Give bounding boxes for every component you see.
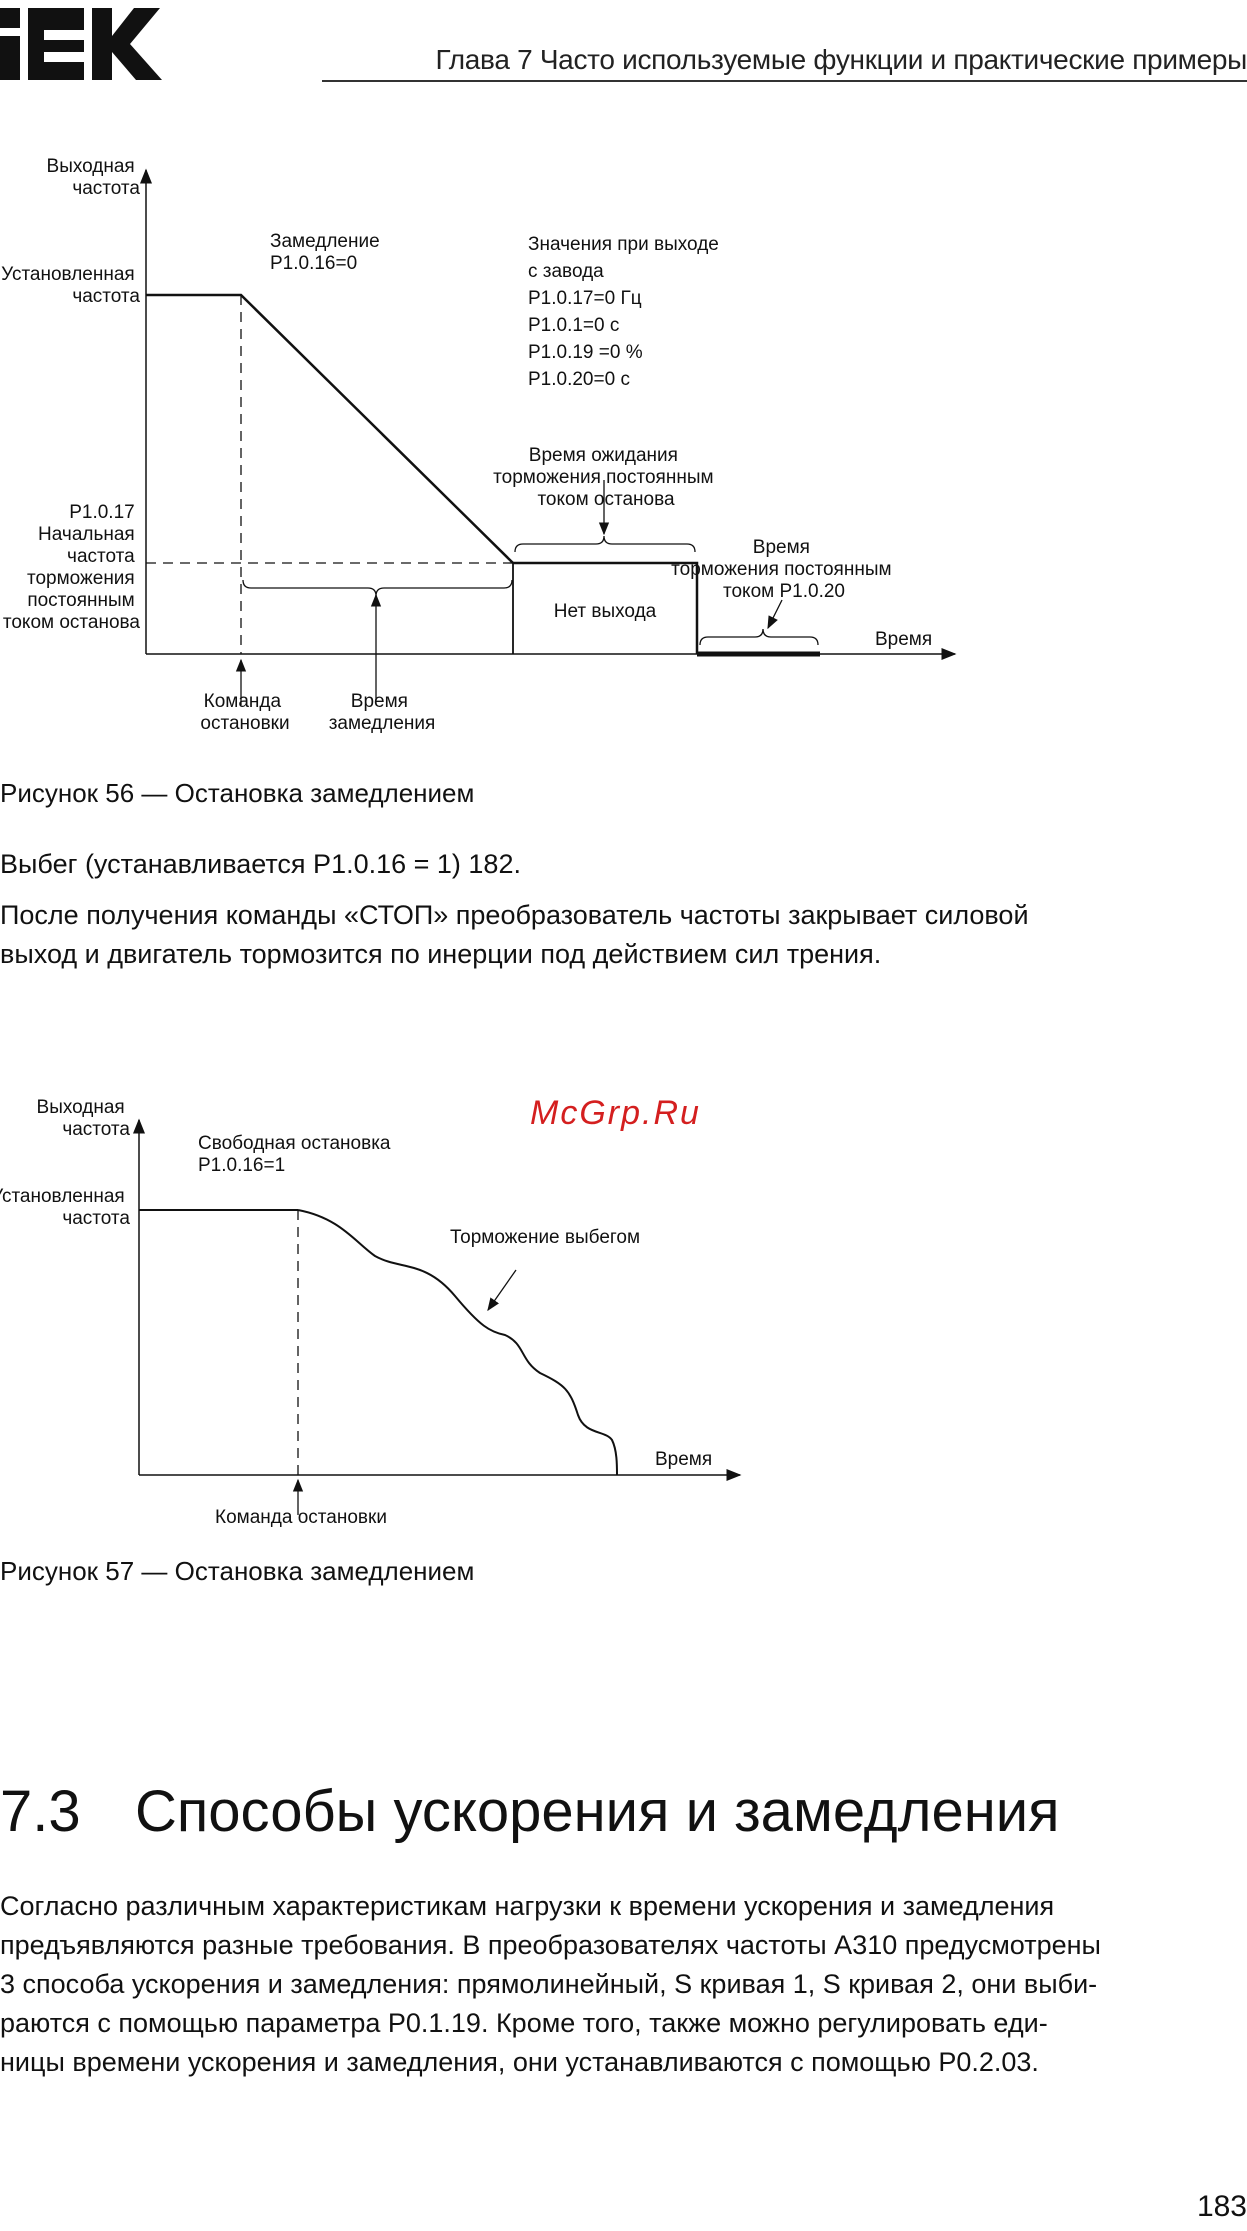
section-number: 7.3 — [0, 1779, 81, 1844]
section-heading: 7.3 Способы ускорения и замедления — [0, 1778, 1060, 1845]
stop-paragraph: После получения команды «СТОП» преобразо… — [0, 900, 1029, 969]
stop-command-label: Команда остановки — [200, 691, 289, 734]
y-axis-label: Выходная частота — [37, 1097, 131, 1140]
section-title-text: Способы ускорения и замедления — [135, 1779, 1060, 1844]
section-paragraph: Согласно различным характеристикам нагру… — [0, 1891, 1101, 2077]
page-number: 183 — [1196, 2190, 1247, 2223]
time-axis-label: Время — [875, 629, 932, 650]
no-output-label: Нет выхода — [554, 601, 657, 622]
figure-56-diagram: Выходная частота Установленная частота З… — [1, 156, 957, 734]
time-axis-label: Время — [655, 1449, 712, 1470]
iek-logo — [0, 8, 162, 80]
set-frequency-label: Установленная частота — [0, 1186, 130, 1229]
deceleration-label: Замедление P1.0.16=0 — [270, 231, 385, 274]
dc-brake-wait-label: Время ожидания торможения постоянным ток… — [493, 445, 719, 510]
running-title: Глава 7 Часто используемые функции и пра… — [435, 44, 1247, 75]
stop-command-label: Команда остановки — [215, 1507, 387, 1528]
figure-56-caption: Рисунок 56 — Остановка замедлением — [0, 778, 475, 808]
free-stop-label: Свободная остановка P1.0.16=1 — [198, 1133, 396, 1176]
set-frequency-label: Установленная частота — [1, 264, 140, 307]
figure-57-caption: Рисунок 57 — Остановка замедлением — [0, 1556, 475, 1586]
dc-brake-time-label: Время торможения постоянным током P1.0.2… — [671, 537, 897, 602]
factory-values-label: Значения при выходе с завода P1.0.17=0 Г… — [528, 234, 724, 390]
y-axis-label: Выходная частота — [47, 156, 141, 199]
coast-paragraph: Выбег (устанавливается P1.0.16 = 1) 182. — [0, 849, 521, 879]
watermark: McGrp.Ru — [530, 1094, 701, 1132]
start-frequency-label: P1.0.17 Начальная частота торможения пос… — [3, 502, 141, 633]
figure-57-diagram: Выходная частота Установленная частота С… — [0, 1097, 742, 1528]
header-rule — [322, 80, 1247, 82]
deceleration-time-label: Время замедления — [329, 691, 436, 734]
coast-braking-label: Торможение выбегом — [450, 1227, 640, 1248]
